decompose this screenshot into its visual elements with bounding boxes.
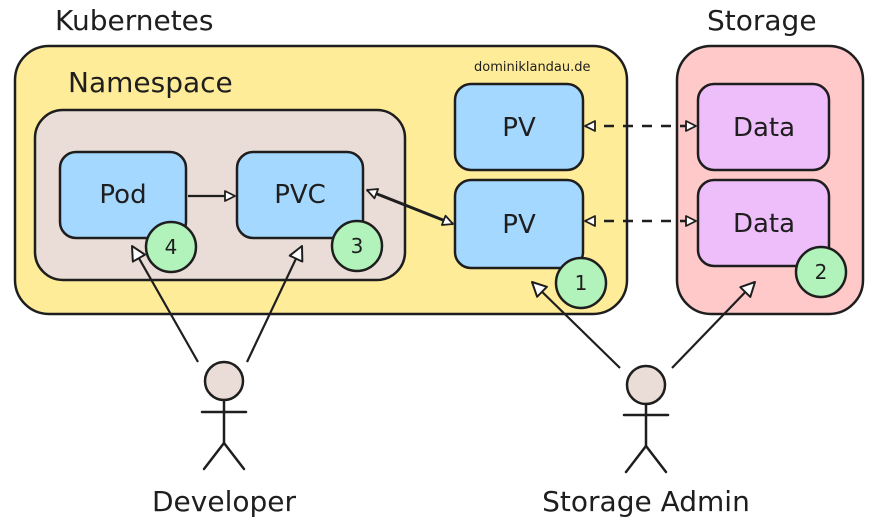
pv-top-box: [453, 82, 585, 172]
admin-to-storage-arrow: [671, 281, 756, 369]
step-badge-2: 2: [794, 245, 848, 299]
step-badge-1-number: 1: [575, 271, 588, 295]
storage-admin-label: Storage Admin: [542, 485, 750, 518]
storage-admin-head: [625, 364, 667, 406]
step-badge-1: 1: [554, 256, 608, 310]
developer-to-pod-arrow: [131, 245, 199, 363]
pod-label: Pod: [99, 180, 146, 210]
developer-to-pvc-arrow: [246, 245, 304, 363]
pvc-label: PVC: [274, 180, 326, 210]
data-bottom-box: [696, 178, 831, 268]
kubernetes-title: Kubernetes: [55, 4, 214, 37]
watermark-text: dominiklandau.de: [474, 60, 591, 75]
pv-bottom-label: PV: [502, 210, 536, 240]
pv-bottom-box: [453, 178, 585, 270]
step-badge-3-circle: [330, 219, 384, 273]
storage-title: Storage: [707, 4, 817, 37]
developer-head: [203, 360, 245, 402]
admin-to-pv-arrow: [531, 281, 621, 369]
data-top-box: [696, 82, 831, 172]
step-badge-1-circle: [554, 256, 608, 310]
pvc-pv-binding-arrow: [366, 188, 454, 226]
step-badge-3-number: 3: [351, 234, 364, 258]
data-top-label: Data: [733, 113, 795, 143]
pod-box: [58, 150, 188, 240]
storage-admin-figure-icon: [622, 364, 670, 474]
developer-figure-icon: [200, 360, 248, 471]
pvc-box: [235, 150, 365, 240]
step-badge-2-number: 2: [815, 260, 828, 284]
step-badge-4-number: 4: [165, 235, 178, 259]
data-bottom-label: Data: [733, 209, 795, 239]
step-badge-3: 3: [330, 219, 384, 273]
step-badge-2-circle: [794, 245, 848, 299]
step-badge-4-circle: [144, 220, 198, 274]
step-badge-4: 4: [144, 220, 198, 274]
developer-label: Developer: [152, 485, 296, 518]
namespace-title: Namespace: [68, 66, 233, 99]
pv-top-label: PV: [502, 113, 536, 143]
